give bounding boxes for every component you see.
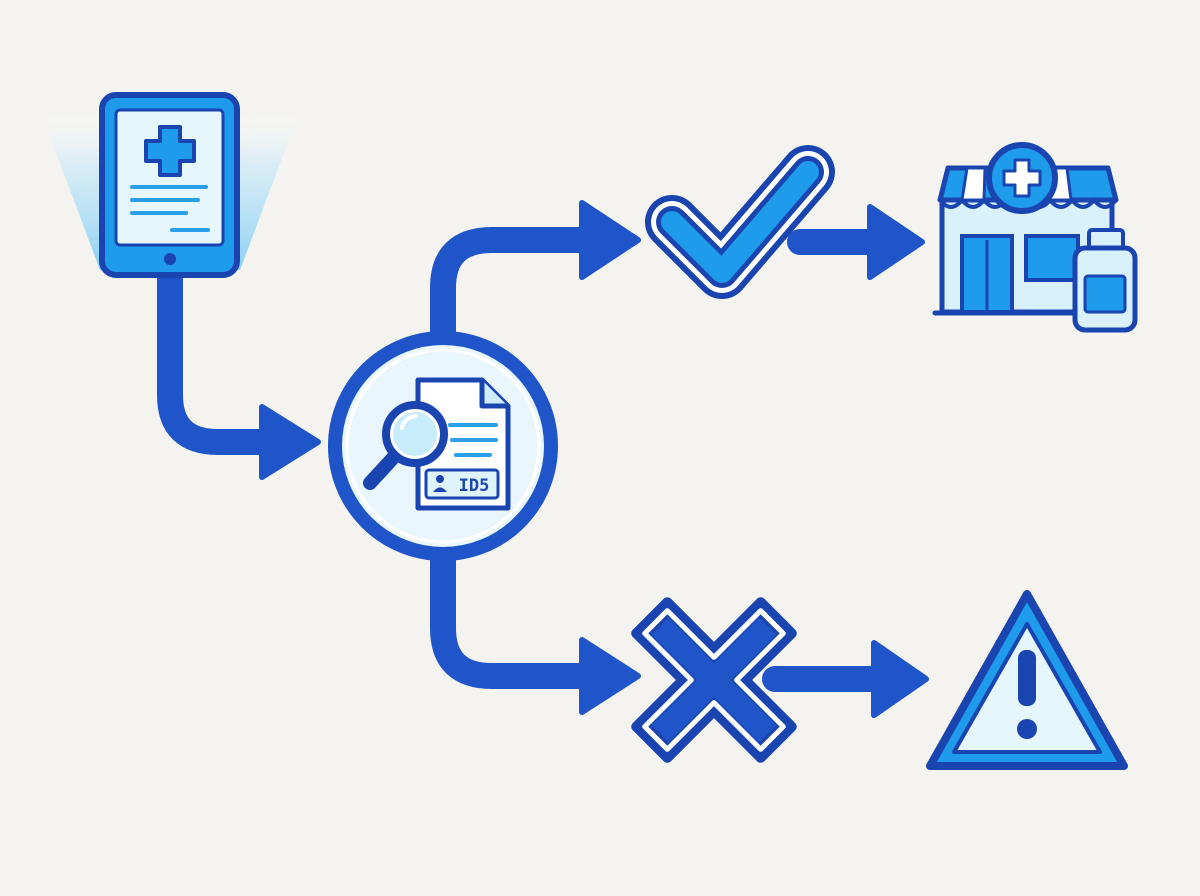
cross-icon xyxy=(631,597,797,763)
magnifier-icon xyxy=(363,401,448,490)
medical-cross-icon xyxy=(144,125,196,177)
medicine-bottle-icon xyxy=(1072,228,1138,333)
arrowhead-to-check xyxy=(259,404,321,480)
arrowhead-to-approved xyxy=(579,200,641,280)
verification-node: ID5 xyxy=(328,331,558,561)
arrowhead-to-rejected xyxy=(579,637,641,715)
pharmacy-store-icon xyxy=(932,142,1138,333)
exclamation-dot xyxy=(1017,719,1037,739)
connector-arrows xyxy=(157,227,893,692)
tablet-prescription-icon xyxy=(40,92,300,278)
id-badge-text: ID5 xyxy=(459,476,490,496)
warning-triangle-icon xyxy=(926,590,1128,770)
arrow-tablet-to-check xyxy=(157,267,278,455)
arrow-check-to-approved xyxy=(430,227,598,347)
document-search-icon: ID5 xyxy=(363,377,511,511)
exclamation-bar xyxy=(1018,650,1036,706)
arrowhead-to-pharmacy xyxy=(867,204,925,280)
arrow-check-to-rejected xyxy=(430,547,598,689)
arrowhead-to-alert xyxy=(871,640,929,718)
arrow-heads xyxy=(259,200,929,718)
checkmark-icon xyxy=(645,145,835,299)
